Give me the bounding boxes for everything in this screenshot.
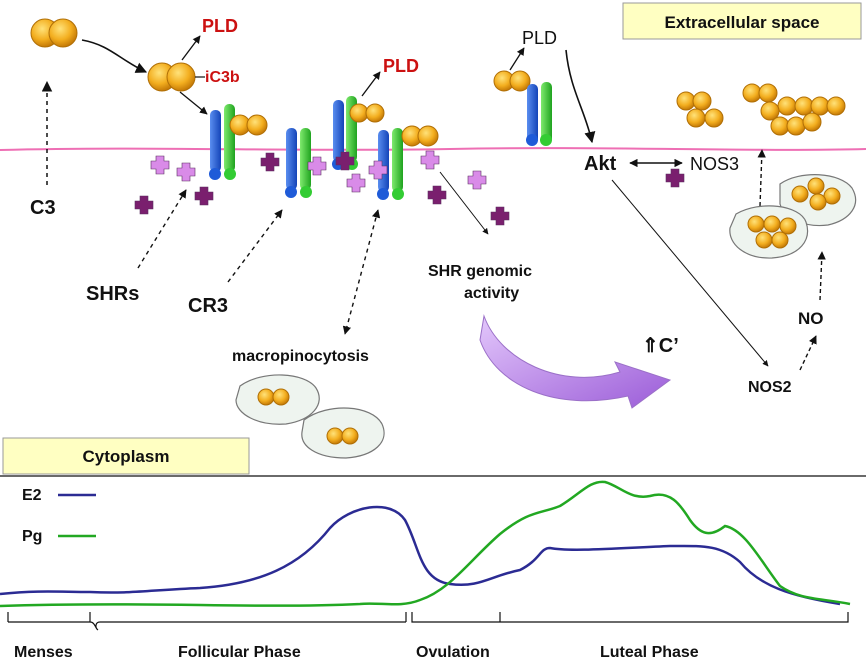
shr-cross-icon	[490, 206, 510, 226]
complement-particle-icon	[794, 96, 814, 116]
phase-menses-label: Menses	[14, 644, 73, 661]
complement-particle-icon	[779, 217, 797, 235]
c3-particle-icon	[30, 18, 78, 48]
shr-genomic-label-1: SHR genomic	[428, 263, 532, 280]
shr-cross-icon	[420, 150, 440, 170]
cr3-dashed-arrow	[227, 209, 283, 283]
complement-particle-icon	[770, 116, 790, 136]
cluster-particle-group	[747, 177, 841, 249]
shr-cross-icon	[260, 152, 280, 172]
phase-ovulation-label: Ovulation	[416, 644, 490, 661]
complement-particle-icon	[777, 96, 797, 116]
free-particle-group	[676, 83, 846, 136]
macropinocytosis-label: macropinocytosis	[232, 348, 369, 365]
shr-cross-icon	[150, 155, 170, 175]
no-to-cells-arrow	[817, 251, 826, 301]
shr-to-genomic-arrow	[439, 171, 489, 235]
c3-to-ic3b-arrow	[81, 39, 148, 73]
shr-cross-icon	[194, 186, 214, 206]
complement-particle-icon	[747, 215, 765, 233]
shr-cross-icon	[368, 160, 388, 180]
complement-particle-icon	[771, 231, 789, 249]
no-label: NO	[798, 309, 824, 328]
phase-brace	[7, 612, 849, 631]
cytoplasm-box	[2, 437, 250, 475]
cr3-to-macropinocytosis-arrow	[342, 209, 381, 335]
complement-particle-icon	[802, 112, 822, 132]
ic3b-label: iC3b	[205, 69, 240, 86]
nos2-to-no-arrow	[799, 335, 817, 371]
shr-cross-icon	[307, 156, 327, 176]
shr-cross-icon	[134, 195, 154, 215]
extracellular-space-box	[622, 2, 862, 40]
shr-cross-icon	[467, 170, 487, 190]
cell-vesicle-icon	[301, 407, 385, 459]
extracellular-space-label: Extracellular space	[665, 13, 820, 32]
cell-membrane	[0, 147, 866, 151]
cr3-label: CR3	[188, 295, 228, 317]
nos2-label: NOS2	[748, 379, 792, 396]
complement-particle-icon	[742, 83, 762, 103]
complement-particle-icon	[786, 116, 806, 136]
cytoplasm-label: Cytoplasm	[83, 447, 170, 466]
pld-label-3: PLD	[522, 28, 557, 48]
upregulation-arrow	[479, 314, 672, 409]
complement-particle-icon	[807, 177, 825, 195]
shr-cross-icon	[427, 185, 447, 205]
pld-label-1: PLD	[202, 16, 238, 36]
shr-genomic-label-2: activity	[464, 285, 519, 302]
e2-curve	[0, 505, 841, 606]
akt-label: Akt	[584, 153, 617, 175]
complement-particle-icon	[676, 91, 696, 111]
pld-arrow-2	[361, 71, 381, 97]
akt-to-nos2-arrow	[611, 179, 769, 367]
complement-particle-icon	[763, 215, 781, 233]
cell-vesicle-icon	[729, 174, 857, 259]
complement-particle-icon	[791, 185, 809, 203]
complement-particle-icon	[758, 83, 778, 103]
complement-particle-icon	[809, 193, 827, 211]
complement-particle-icon	[755, 231, 773, 249]
legend-e2-label: E2	[22, 487, 42, 504]
c3-label: C3	[30, 197, 56, 219]
ic3b-to-receptor-arrow	[179, 91, 208, 115]
cells-to-particles-arrow	[757, 149, 766, 207]
receptor-icon	[209, 104, 268, 180]
legend-pg-label: Pg	[22, 528, 42, 545]
pld-arrow-3	[509, 47, 525, 71]
complement-particle-icon	[704, 108, 724, 128]
receptor-icon	[285, 128, 312, 198]
shr-cross-group	[134, 150, 685, 226]
nos3-label: NOS3	[690, 154, 739, 174]
shr-cross-icon	[346, 173, 366, 193]
complement-particle-icon	[810, 96, 830, 116]
complement-particle-icon	[826, 96, 846, 116]
c-prime-label: ⇑C’	[642, 335, 679, 357]
cell-vesicle-icon	[235, 374, 320, 425]
shrs-label: SHRs	[86, 283, 139, 305]
shr-cross-icon	[665, 168, 685, 188]
phase-follicular-label: Follicular Phase	[178, 644, 301, 661]
shr-cross-icon	[335, 151, 355, 171]
complement-particle-icon	[692, 91, 712, 111]
pg-curve	[0, 480, 851, 608]
pld-arrow-1	[181, 35, 201, 61]
shr-cross-icon	[176, 162, 196, 182]
pld-label-2: PLD	[383, 56, 419, 76]
complement-particle-icon	[686, 108, 706, 128]
phase-luteal-label: Luteal Phase	[600, 644, 699, 661]
ic3b-particle-icon	[147, 62, 196, 92]
pld-to-akt-arrow	[565, 49, 596, 144]
receptor-icon	[493, 70, 552, 146]
complement-particle-icon	[760, 101, 780, 121]
